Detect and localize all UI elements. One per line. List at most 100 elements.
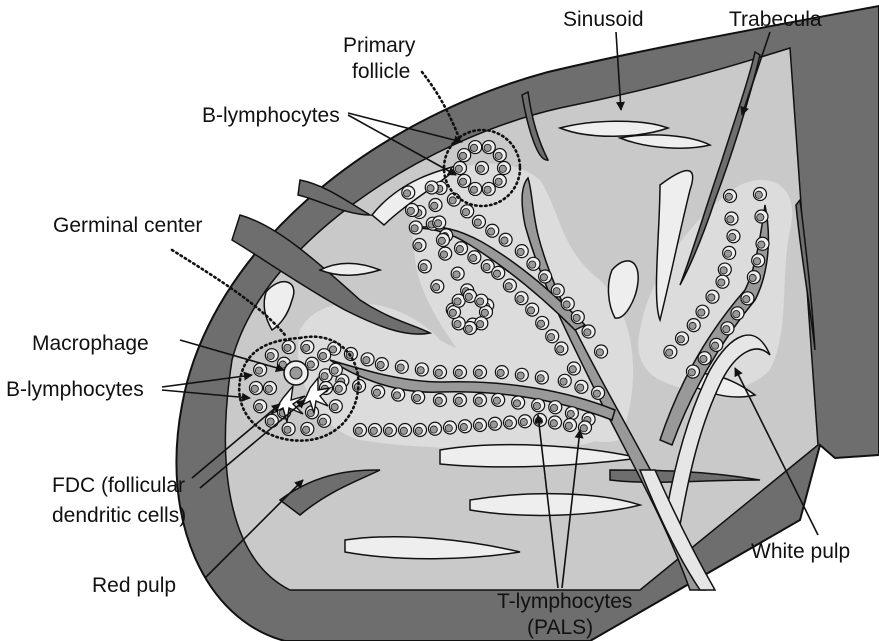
lymphocyte-nucleus — [517, 372, 524, 379]
lymphocyte-nucleus — [533, 402, 540, 409]
lymphocyte-nucleus — [550, 404, 557, 411]
lymphocyte-nucleus — [454, 321, 461, 328]
lymphocyte-nucleus — [456, 245, 463, 252]
lymphocyte-nucleus — [475, 422, 482, 429]
lymphocyte-nucleus — [265, 385, 272, 392]
lymphocyte-nucleus — [465, 325, 472, 332]
lymphocyte-nucleus — [462, 208, 469, 215]
lymphocyte-nucleus — [560, 378, 567, 385]
lymphocyte-nucleus — [460, 423, 467, 430]
lymphocyte-nucleus — [440, 251, 447, 258]
lymphocyte-nucleus — [255, 367, 262, 374]
lymphocyte-nucleus — [393, 392, 400, 399]
lymphocyte-nucleus — [563, 301, 570, 308]
lymphocyte-nucleus — [475, 369, 482, 376]
lymphocyte-nucleus — [455, 397, 462, 404]
lymphocyte-nucleus — [477, 298, 484, 305]
lymphocyte-nucleus — [580, 425, 587, 432]
lymphocyte-nucleus — [454, 298, 461, 305]
lymphocyte-nucleus — [435, 369, 442, 376]
lymphocyte-nucleus — [331, 367, 338, 374]
lymphocyte-nucleus — [307, 361, 314, 368]
lymphocyte-nucleus — [725, 193, 732, 200]
label-t-lymphocytes-1: T-lymphocytes — [497, 590, 632, 613]
lymphocyte-nucleus — [431, 202, 438, 209]
lymphocyte-nucleus — [284, 344, 291, 351]
lymphocyte-nucleus — [495, 178, 502, 185]
lymphocyte-nucleus — [743, 296, 750, 303]
lymphocyte-nucleus — [727, 216, 734, 223]
lymphocyte-nucleus — [724, 250, 731, 257]
label-red-pulp: Red pulp — [92, 574, 176, 597]
lymphocyte-nucleus — [567, 410, 574, 417]
lymphocyte-nucleus — [666, 349, 673, 356]
lymphocyte-nucleus — [397, 364, 404, 371]
lymphocyte-nucleus — [455, 165, 462, 172]
lymphocyte-nucleus — [407, 207, 414, 214]
lymphocyte-nucleus — [547, 333, 554, 340]
lymphocyte-nucleus — [537, 320, 544, 327]
lymphocyte-nucleus — [495, 152, 502, 159]
lymphocyte-nucleus — [329, 346, 336, 353]
lymphocyte-nucleus — [373, 389, 380, 396]
lymphocyte-nucleus — [413, 394, 420, 401]
lymphocyte-nucleus — [449, 309, 456, 316]
lymphocyte-nucleus — [363, 357, 370, 364]
lymphocyte-nucleus — [584, 329, 591, 336]
lymphocyte-nucleus — [700, 355, 707, 362]
lymphocyte-nucleus — [465, 293, 472, 300]
label-fdc-1: FDC (follicular — [52, 474, 185, 497]
lymphocyte-nucleus — [400, 427, 407, 434]
lymphocyte-nucleus — [529, 261, 536, 268]
lymphocyte-nucleus — [411, 225, 418, 232]
lymphocyte-nucleus — [698, 309, 705, 316]
lymphocyte-nucleus — [455, 369, 462, 376]
lymphocyte-nucleus — [593, 390, 600, 397]
lymphocyte-nucleus — [284, 426, 291, 433]
lymphocyte-nucleus — [490, 421, 497, 428]
lymphocyte-nucleus — [708, 294, 715, 301]
lymphocyte-nucleus — [733, 311, 740, 318]
lymphocyte-nucleus — [417, 367, 424, 374]
lymphocyte-nucleus — [403, 190, 410, 197]
lymphocyte-nucleus — [430, 426, 437, 433]
lymphocyte-nucleus — [723, 326, 730, 333]
lymphocyte-nucleus — [677, 336, 684, 343]
lymphocyte-nucleus — [477, 165, 484, 172]
lymphocyte-nucleus — [433, 284, 440, 291]
lymphocyte-nucleus — [540, 274, 547, 281]
lymphocyte-nucleus — [319, 418, 326, 425]
lymphocyte-nucleus — [459, 178, 466, 185]
lymphocyte-nucleus — [445, 425, 452, 432]
lymphocyte-nucleus — [321, 373, 328, 380]
label-germinal-center: Germinal center — [53, 214, 202, 237]
lymphocyte-nucleus — [484, 186, 491, 193]
lymphocyte-nucleus — [255, 403, 262, 410]
lymphocyte-nucleus — [251, 385, 258, 392]
lymphocyte-nucleus — [711, 342, 718, 349]
lymphocyte-nucleus — [505, 420, 512, 427]
lymphocyte-nucleus — [377, 361, 384, 368]
lymphocyte-nucleus — [729, 233, 736, 240]
lymphocyte-nucleus — [435, 397, 442, 404]
label-macrophage: Macrophage — [32, 332, 149, 355]
lymphocyte-nucleus — [477, 321, 484, 328]
lymphocyte-nucleus — [501, 237, 508, 244]
lymphocyte-nucleus — [434, 220, 441, 227]
label-white-pulp: White pulp — [751, 540, 850, 563]
macrophage-nucleus — [290, 367, 302, 379]
lymphocyte-nucleus — [470, 144, 477, 151]
lymphocyte-nucleus — [718, 279, 725, 286]
lymphocyte-nucleus — [484, 144, 491, 151]
lymphocyte-nucleus — [497, 369, 504, 376]
lymphocyte-nucleus — [550, 420, 557, 427]
lymphocyte-nucleus — [420, 264, 427, 271]
lymphocyte-nucleus — [569, 366, 576, 373]
lymphocyte-nucleus — [487, 228, 494, 235]
label-t-lymphocytes-2: (PALS) — [527, 616, 593, 639]
lymphocyte-nucleus — [335, 385, 342, 392]
lymphocyte-nucleus — [758, 241, 765, 248]
lymphocyte-nucleus — [757, 214, 764, 221]
lymphocyte-nucleus — [370, 427, 377, 434]
